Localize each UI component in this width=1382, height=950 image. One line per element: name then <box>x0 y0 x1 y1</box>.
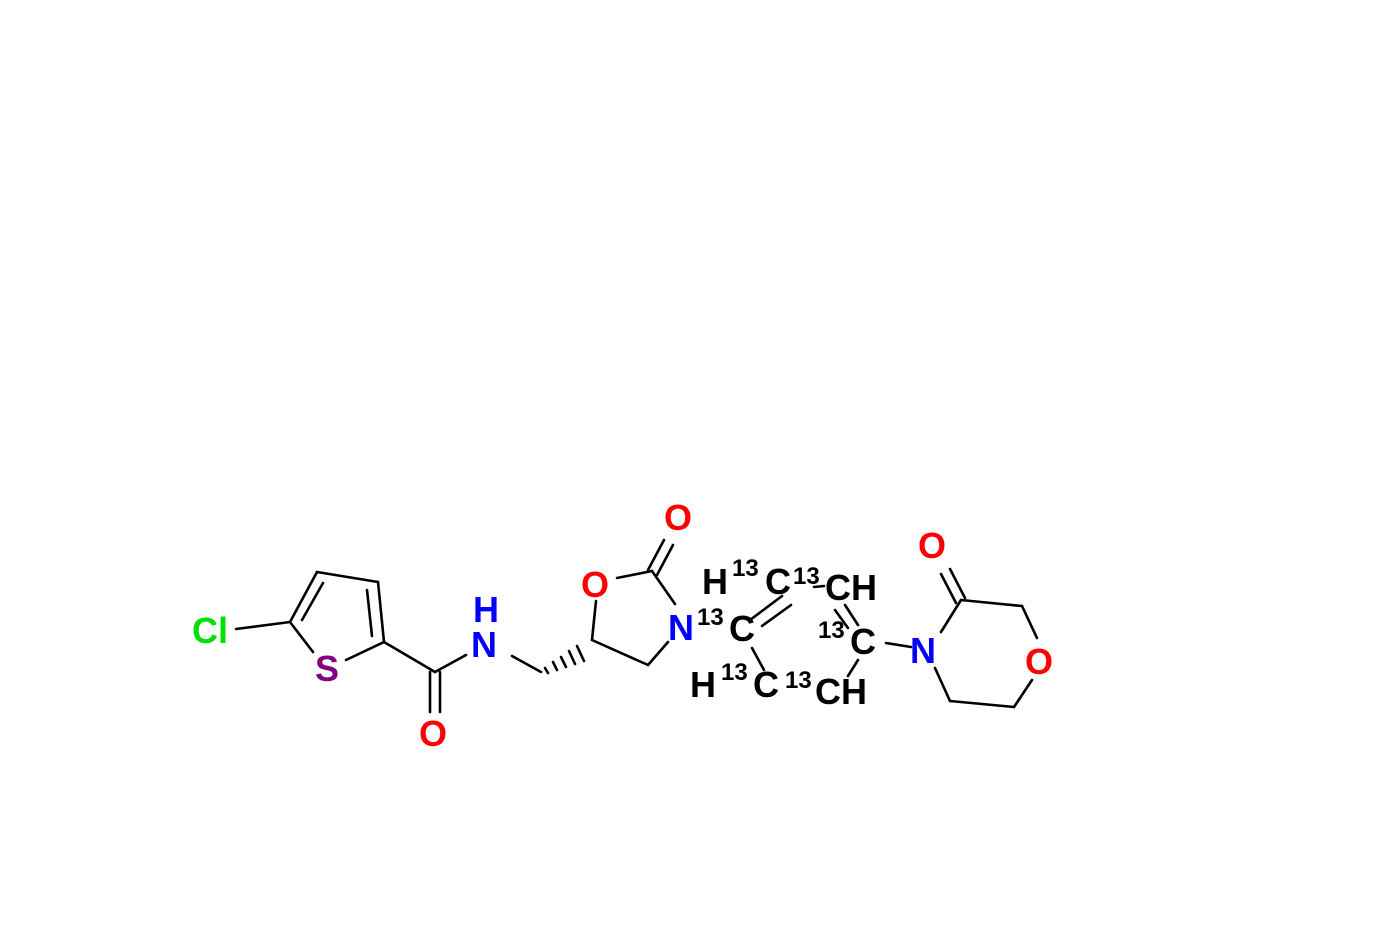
bonds <box>234 538 1039 714</box>
svg-text:H: H <box>702 561 728 602</box>
oxazolidinone-carbonyl-oxygen-label: O <box>664 497 692 538</box>
svg-text:H: H <box>690 664 716 705</box>
morpholinone-nitrogen-label: N <box>910 630 936 671</box>
svg-text:C: C <box>765 561 791 602</box>
svg-text:13: 13 <box>697 604 724 631</box>
bond-ph-c3-c4 <box>843 603 860 627</box>
svg-text:13: 13 <box>732 555 759 582</box>
bond-c3-o-1 <box>939 572 958 605</box>
svg-text:CH: CH <box>815 671 867 712</box>
svg-text:13: 13 <box>818 617 845 644</box>
bond-ph-c1-c2-double <box>760 603 793 628</box>
phenyl-bottom-right-atom: 13 CH <box>785 667 867 712</box>
bond-c3-c2 <box>959 598 1024 608</box>
phenyl-bottom-left-atom: H 13 C <box>690 659 779 705</box>
bond-nh-ch2 <box>510 654 543 674</box>
sulfur-label: S <box>315 648 339 689</box>
morpholinone-ring-oxygen-label: O <box>1025 641 1053 682</box>
bond-c3-o-2 <box>948 567 967 600</box>
bond-c2-o-1 <box>646 538 666 572</box>
bond-thiophene-c3-c2 <box>376 580 386 644</box>
atom-labels: Cl S O H N O O N H 13 C 13 CH 13 C 13 C … <box>192 497 1053 754</box>
bond-ph-c2-c3 <box>812 584 826 589</box>
bond-thiophene-c5-c4 <box>288 570 319 624</box>
amide-oxygen-label: O <box>419 713 447 754</box>
svg-text:CH: CH <box>825 567 877 608</box>
bond-ph-c3-c4-double <box>833 608 850 630</box>
svg-text:C: C <box>729 608 755 649</box>
oxazolidinone-nitrogen-label: N <box>668 607 694 648</box>
bond-c2-o1 <box>1020 604 1039 640</box>
phenyl-top-left-atom: H 13 C <box>702 555 791 602</box>
bond-c2-carbonyl <box>382 640 437 674</box>
bond-thiophene-c5-s <box>288 620 315 654</box>
amide-nitrogen-label: N <box>471 624 497 665</box>
hashed-wedge-bond <box>543 644 586 675</box>
bond-thiophene-c4-c3 <box>315 570 380 584</box>
bond-n-c3 <box>939 598 963 634</box>
svg-text:13: 13 <box>721 659 748 686</box>
chlorine-label: Cl <box>192 610 228 651</box>
bond-c4-c5 <box>590 638 650 667</box>
bond-c5-ring-o <box>590 599 598 642</box>
bond-thiophene-c5-c4-double <box>300 581 325 622</box>
bond-ring-o-c2 <box>615 569 654 580</box>
bond-carbonyl-nh <box>433 653 468 674</box>
bond-ph-c1-c2 <box>748 594 784 622</box>
svg-text:13: 13 <box>793 563 820 590</box>
bond-c5-n <box>933 666 952 703</box>
morpholinone-carbonyl-oxygen-label: O <box>918 525 946 566</box>
bond-c2-n3 <box>650 569 677 606</box>
bond-n3-c4 <box>646 640 670 667</box>
phenyl-top-right-atom: 13 CH <box>793 563 877 608</box>
bond-c2-o-2 <box>655 543 675 577</box>
phenyl-left-atom: 13 C <box>697 604 755 649</box>
bond-ph-c4-c5 <box>846 658 860 678</box>
bond-c6-c5 <box>948 699 1016 709</box>
amide-nh-hydrogen-label: H <box>473 589 499 630</box>
bond-ph-c1-c6 <box>750 646 766 672</box>
svg-text:13: 13 <box>785 667 812 694</box>
bond-o1-c6 <box>1012 678 1034 709</box>
svg-text:C: C <box>753 664 779 705</box>
phenyl-right-atom: 13 C <box>818 617 876 662</box>
oxazolidinone-ring-oxygen-label: O <box>581 564 609 605</box>
bond-cl-c5 <box>234 620 292 631</box>
bond-ph-c4-n <box>884 641 913 649</box>
bond-thiophene-c3-c2-double <box>365 588 374 638</box>
svg-text:C: C <box>850 621 876 662</box>
bond-thiophene-c2-s <box>344 640 386 662</box>
